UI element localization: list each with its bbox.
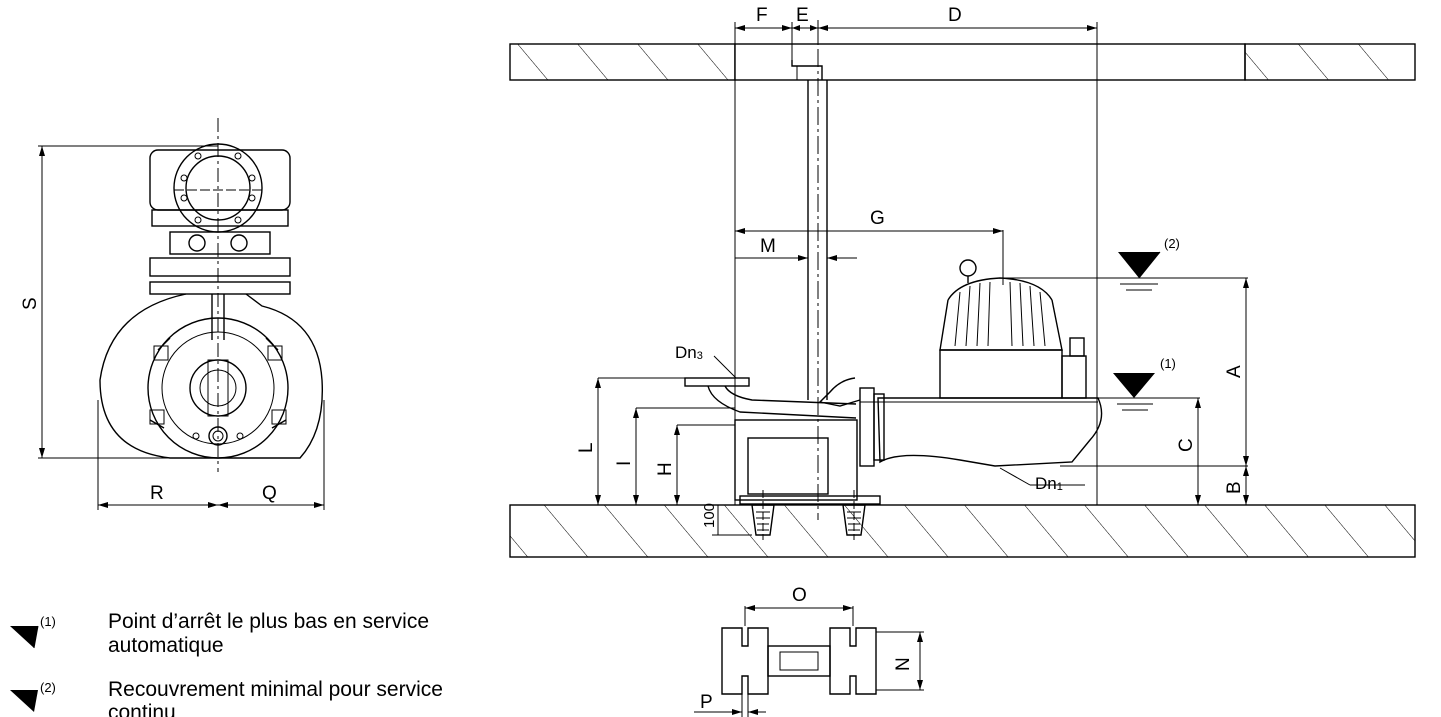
level-marker-2-label: (2)	[1164, 236, 1180, 251]
dim-label-n: N	[893, 657, 914, 671]
guide-rail	[791, 20, 828, 520]
dim-label-f: F	[756, 5, 768, 26]
dim-label-s: S	[20, 297, 41, 310]
level-triangle-icon	[10, 626, 38, 648]
height-dimensions-right: A B C	[1003, 277, 1249, 505]
dim-label-c: C	[1176, 438, 1197, 452]
dim-label-d: D	[948, 5, 962, 26]
extension-lines	[734, 22, 1098, 505]
dim-label-e: E	[796, 5, 809, 26]
base-bracket-detail: O N P	[694, 585, 924, 717]
dim-label-b: B	[1224, 481, 1245, 494]
level-marker-1: (1)	[1113, 356, 1176, 411]
legend: (1) Point d’arrêt le plus bas en service…	[10, 610, 443, 717]
legend-marker-1: (1)	[40, 614, 56, 629]
legend-item-1: (1) Point d’arrêt le plus bas en service…	[10, 610, 429, 657]
dim-label-h: H	[655, 462, 676, 476]
dimension-100: 100	[701, 503, 752, 536]
level-marker-2: (2)	[1118, 236, 1180, 291]
dimension-g: G	[735, 208, 1003, 234]
level-triangle-icon	[10, 690, 38, 712]
top-slab	[509, 43, 1416, 81]
dimension-r-q: R Q	[97, 400, 325, 510]
level-marker-1-label: (1)	[1160, 356, 1176, 371]
dim-label-100: 100	[701, 503, 718, 528]
legend-text-2b: continu	[108, 701, 176, 717]
dim-label-m: M	[760, 236, 776, 257]
dim-label-r: R	[150, 483, 164, 504]
pump-front-view	[99, 118, 324, 472]
dn3-label: Dn3	[675, 343, 703, 362]
dim-label-a: A	[1224, 365, 1245, 378]
height-dimensions-left: L I H	[576, 377, 735, 505]
dimension-s: S	[20, 145, 218, 459]
discharge-elbow	[684, 377, 881, 505]
floor-slab	[509, 504, 1416, 558]
dn1-label: Dn1	[1035, 474, 1063, 493]
dim-label-o: O	[792, 585, 807, 606]
legend-text-2a: Recouvrement minimal pour service	[108, 678, 443, 701]
dim-label-q: Q	[262, 483, 277, 504]
pump-side-view	[818, 259, 1103, 467]
legend-text-1b: automatique	[108, 634, 224, 657]
dim-label-p: P	[700, 692, 713, 713]
dim-label-l: L	[576, 442, 597, 453]
top-dimensions: F E D	[735, 5, 1097, 31]
legend-text-1a: Point d’arrêt le plus bas en service	[108, 610, 429, 633]
dimension-m: M	[735, 236, 857, 261]
anchor-bolts	[751, 490, 866, 540]
legend-marker-2: (2)	[40, 680, 56, 695]
dim-label-g: G	[870, 208, 885, 229]
legend-item-2: (2) Recouvrement minimal pour service co…	[10, 678, 443, 717]
dim-label-i: I	[614, 461, 635, 466]
dn-labels: Dn3 Dn1	[675, 343, 1085, 493]
